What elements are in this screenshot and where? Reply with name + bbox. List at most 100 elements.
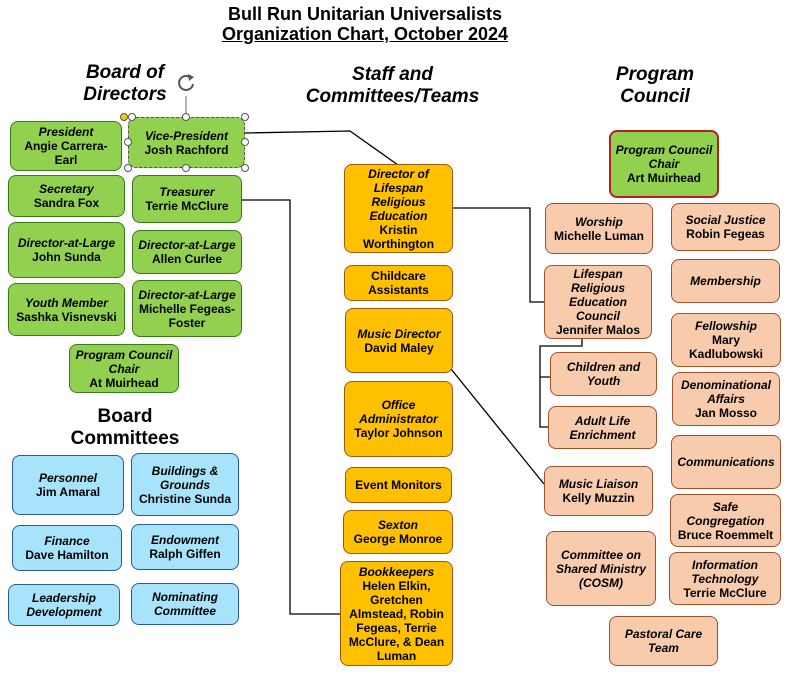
connector-dlre-lrec: [453, 207, 544, 303]
person-name: Kristin Worthington: [362, 222, 435, 251]
program-denominational-affairs[interactable]: Denominational Affairs Jan Mosso: [672, 372, 780, 426]
person-name: Sashka Visnevski: [16, 309, 117, 324]
role-label: Pastoral Care Team: [624, 627, 703, 655]
connector-lrec-children: [539, 339, 583, 378]
person-name: Ralph Giffen: [149, 547, 221, 561]
board-director-at-large-3[interactable]: Director-at-Large Michelle Fegeas-Foster: [132, 280, 242, 337]
role-label: Buildings & Grounds: [151, 463, 219, 492]
selection-handle[interactable]: [241, 113, 249, 121]
heading-board: Board of Directors: [83, 62, 167, 105]
role-label: Information Technology: [691, 557, 759, 586]
board-director-at-large-2[interactable]: Director-at-Large Allen Curlee: [132, 230, 242, 274]
role-label: Secretary: [39, 182, 94, 196]
program-fellowship[interactable]: Fellowship Mary Kadlubowski: [671, 313, 781, 367]
role-label: Adult Life Enrichment: [569, 413, 636, 442]
role-label: Office Administrator: [359, 398, 438, 426]
board-president[interactable]: President Angie Carrera-Earl: [10, 121, 122, 171]
person-name: Terrie McClure: [683, 585, 767, 600]
staff-dlre[interactable]: Director of Lifespan Religious Education…: [344, 164, 453, 253]
program-worship[interactable]: Worship Michelle Luman: [545, 203, 653, 254]
person-name: Sandra Fox: [33, 196, 100, 210]
board-treasurer[interactable]: Treasurer Terrie McClure: [132, 175, 242, 223]
program-information-technology[interactable]: Information Technology Terrie McClure: [669, 552, 781, 605]
role-label: Fellowship: [694, 319, 757, 333]
selection-handle[interactable]: [124, 164, 132, 172]
program-council-chair[interactable]: Program Council Chair Art Muirhead: [609, 130, 719, 198]
selection-handle[interactable]: [124, 138, 132, 146]
board-youth-member[interactable]: Youth Member Sashka Visnevski: [8, 283, 125, 336]
person-name: Jim Amaral: [35, 485, 101, 499]
rotate-handle-icon[interactable]: [175, 72, 197, 94]
role-label: Vice-President: [145, 128, 228, 143]
person-name: Allen Curlee: [151, 252, 223, 266]
committee-endowment[interactable]: Endowment Ralph Giffen: [131, 524, 239, 570]
role-label: Bookkeepers: [358, 564, 435, 579]
role-label: Finance: [44, 534, 90, 548]
heading-committees: Board Committees: [70, 406, 180, 449]
staff-music-director[interactable]: Music Director David Maley: [345, 308, 453, 373]
person-name: David Maley: [364, 340, 434, 355]
role-label: Leadership Development: [26, 591, 102, 619]
role-label: Endowment: [151, 533, 219, 547]
selection-handle[interactable]: [128, 113, 136, 121]
selection-handle[interactable]: [120, 113, 128, 121]
role-label: Director of Lifespan Religious Education: [368, 166, 429, 223]
role-label: Denominational Affairs: [680, 378, 771, 406]
committee-leadership-development[interactable]: Leadership Development: [8, 584, 120, 626]
heading-staff: Staff and Committees/Teams: [305, 64, 480, 107]
role-label: Program Council Chair: [75, 347, 173, 376]
board-director-at-large-1[interactable]: Director-at-Large John Sunda: [8, 222, 125, 278]
committee-nominating[interactable]: Nominating Committee: [131, 583, 239, 625]
board-vice-president[interactable]: Vice-President Josh Rachford: [128, 117, 245, 168]
person-name: Art Muirhead: [626, 171, 701, 185]
staff-sexton[interactable]: Sexton George Monroe: [343, 510, 453, 554]
person-name: Mary Kadlubowski: [688, 333, 763, 361]
person-name: Taylor Johnson: [354, 426, 443, 440]
program-membership[interactable]: Membership: [671, 259, 780, 303]
program-pastoral-care[interactable]: Pastoral Care Team: [609, 616, 718, 666]
person-name: Angie Carrera-Earl: [24, 139, 108, 167]
staff-event-monitors[interactable]: Event Monitors: [345, 467, 452, 503]
board-secretary[interactable]: Secretary Sandra Fox: [8, 175, 125, 217]
role-label: Program Council Chair: [615, 143, 713, 171]
selection-handle[interactable]: [241, 164, 249, 172]
staff-childcare[interactable]: Childcare Assistants: [344, 265, 453, 301]
person-name: Michelle Luman: [553, 228, 645, 243]
program-cosm[interactable]: Committee on Shared Ministry (COSM): [546, 531, 656, 606]
program-children-youth[interactable]: Children and Youth: [550, 352, 657, 396]
connector-lrec-adult: [539, 377, 548, 428]
role-label: Personnel: [38, 471, 98, 485]
role-label: Worship: [575, 214, 623, 229]
program-communications[interactable]: Communications: [671, 435, 781, 489]
selection-handle[interactable]: [241, 138, 249, 146]
program-social-justice[interactable]: Social Justice Robin Fegeas: [671, 203, 780, 251]
selection-handle[interactable]: [182, 164, 190, 172]
role-label: Membership: [690, 274, 761, 288]
role-label: Nominating Committee: [152, 590, 218, 618]
committee-finance[interactable]: Finance Dave Hamilton: [12, 525, 122, 571]
program-adult-life-enrichment[interactable]: Adult Life Enrichment: [548, 406, 657, 449]
selection-handle[interactable]: [182, 113, 190, 121]
board-program-council-chair[interactable]: Program Council Chair At Muirhead: [69, 344, 179, 393]
staff-label: Childcare Assistants: [368, 269, 429, 297]
staff-office-administrator[interactable]: Office Administrator Taylor Johnson: [344, 381, 453, 457]
staff-label: Event Monitors: [355, 478, 442, 492]
person-name: Robin Fegeas: [686, 227, 765, 241]
person-name: Terrie McClure: [145, 199, 229, 213]
person-name: At Muirhead: [89, 375, 159, 390]
role-label: Communications: [677, 455, 775, 469]
program-music-liaison[interactable]: Music Liaison Kelly Muzzin: [544, 466, 653, 516]
role-label: Sexton: [377, 518, 418, 532]
role-label: Youth Member: [25, 295, 108, 310]
person-name: George Monroe: [353, 532, 443, 546]
role-label: Treasurer: [159, 185, 215, 199]
person-name: Helen Elkin, Gretchen Almstead, Robin Fe…: [348, 578, 445, 663]
committee-personnel[interactable]: Personnel Jim Amaral: [12, 455, 124, 515]
chart-title: Bull Run Unitarian Universalists: [227, 4, 503, 24]
committee-buildings-grounds[interactable]: Buildings & Grounds Christine Sunda: [131, 453, 239, 516]
program-lrec[interactable]: Lifespan Religious Education Council Jen…: [544, 265, 652, 339]
role-label: Director-at-Large: [17, 236, 116, 250]
person-name: Dave Hamilton: [25, 548, 109, 562]
staff-bookkeepers[interactable]: Bookkeepers Helen Elkin, Gretchen Almste…: [340, 561, 453, 666]
program-safe-congregation[interactable]: Safe Congregation Bruce Roemmelt: [670, 494, 781, 547]
